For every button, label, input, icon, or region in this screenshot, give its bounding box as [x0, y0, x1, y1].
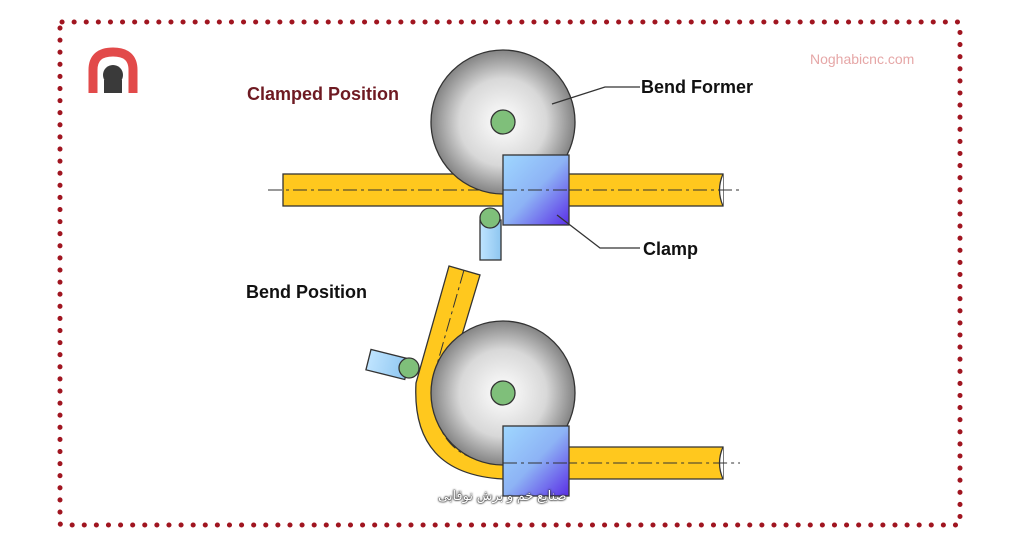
pressure-roller [479, 207, 501, 229]
former-axle [490, 380, 516, 406]
clamped-position-title: Clamped Position [247, 84, 400, 104]
clamp-block [502, 425, 570, 497]
bend-assembly [365, 265, 740, 497]
former-axle [490, 109, 516, 135]
clamp-label: Clamp [643, 239, 699, 259]
pressure-roller [398, 357, 420, 379]
bend-former-label: Bend Former [641, 77, 754, 97]
site-watermark: Noghabicnc.com [810, 51, 915, 67]
dotted-frame [57, 19, 963, 528]
clamped-assembly [268, 49, 740, 261]
persian-watermark: صنایع خم و برش نوقابی [438, 488, 567, 503]
logo-icon [88, 47, 138, 93]
bend-position-title: Bend Position [246, 282, 367, 302]
